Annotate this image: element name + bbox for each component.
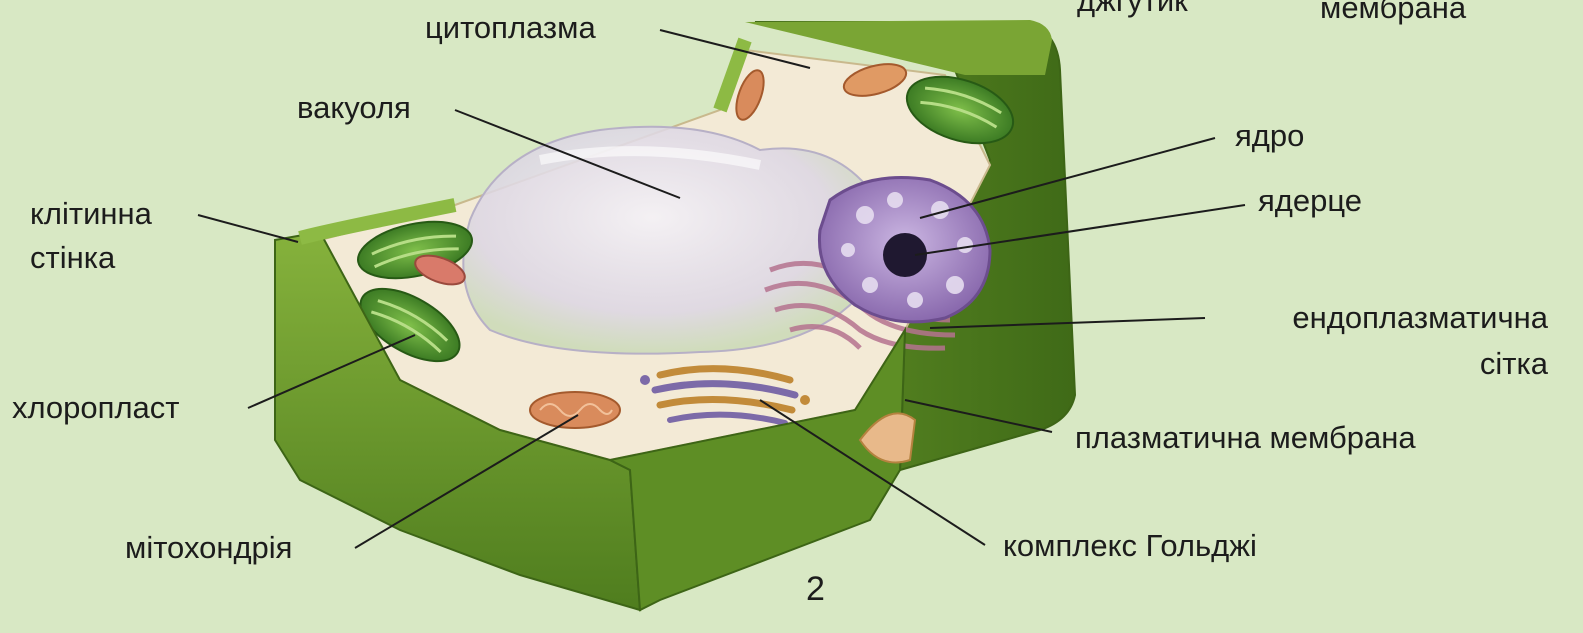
label-cell-wall: клітинна стінка — [30, 192, 152, 280]
figure-number: 2 — [806, 570, 825, 609]
label-flagellum-partial: джгутик — [1077, 0, 1188, 19]
label-chloroplast: хлоропласт — [12, 390, 179, 426]
label-golgi: комплекс Гольджі — [1003, 528, 1257, 564]
label-plasma-membrane: плазматична мембрана — [1075, 420, 1416, 456]
label-er: ендоплазматична сітка — [1218, 295, 1548, 387]
label-nucleus: ядро — [1235, 118, 1304, 154]
label-mitochondrion: мітохондрія — [125, 530, 292, 566]
label-cytoplasm: цитоплазма — [425, 10, 596, 46]
mitochondrion-shape-1 — [530, 392, 620, 428]
label-nucleolus: ядерце — [1258, 183, 1362, 219]
label-membrane-partial: мембрана — [1320, 0, 1466, 26]
leader-cell-wall — [198, 215, 298, 242]
label-vacuole: вакуоля — [297, 90, 411, 126]
